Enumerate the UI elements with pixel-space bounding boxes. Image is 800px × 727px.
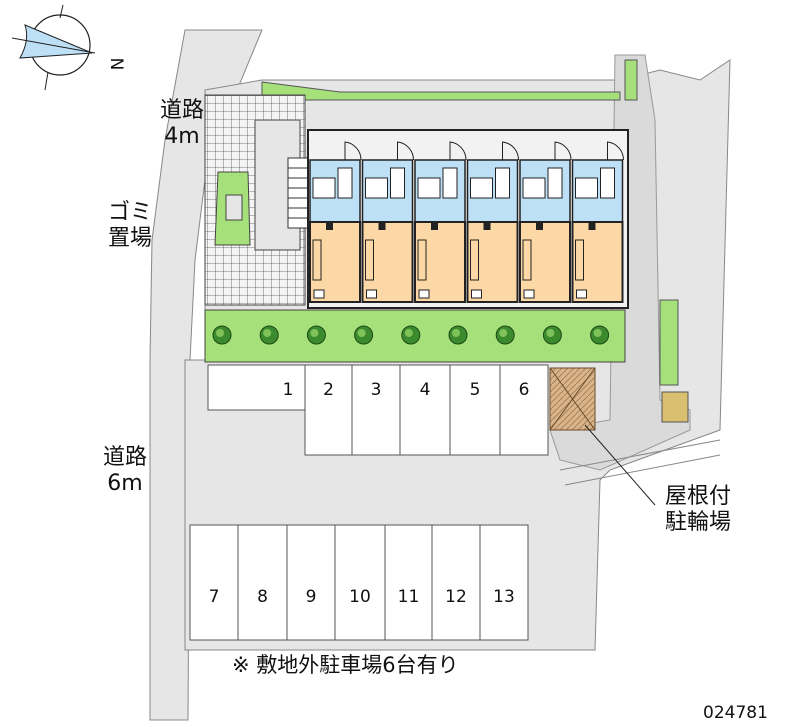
apartment-unit <box>571 141 625 303</box>
bike-parking-line1: 屋根付 <box>665 484 732 509</box>
parking-space-1: 1 <box>207 364 306 411</box>
stairs <box>287 157 309 229</box>
parking-space-6: 6 <box>499 364 549 456</box>
offsite-parking-note: ※ 敷地外駐車場6台有り <box>232 653 459 677</box>
garbage-label: ゴミ 置場 <box>108 200 152 252</box>
parking-space-number: 2 <box>323 380 334 400</box>
north-mark: N <box>106 58 126 71</box>
compass-icon <box>11 4 96 91</box>
garbage-label-line2: 置場 <box>108 226 153 251</box>
parking-space-number: 6 <box>519 380 530 400</box>
parking-space-3: 3 <box>351 364 401 456</box>
bike-parking-line2: 駐輪場 <box>665 510 732 535</box>
parking-space-2: 2 <box>304 364 353 456</box>
parking-space-5: 5 <box>449 364 501 456</box>
parking-space-12: 12 <box>431 524 481 641</box>
parking-space-number: 12 <box>445 587 467 607</box>
apartment-unit <box>466 141 520 303</box>
parking-space-11: 11 <box>384 524 433 641</box>
parking-space-number: 13 <box>493 587 515 607</box>
parking-space-number: 7 <box>209 587 220 607</box>
parking-space-number: 4 <box>420 380 431 400</box>
property-code: 024781 <box>703 703 768 723</box>
road-north-width: 4m <box>164 124 200 149</box>
parking-space-4: 4 <box>399 364 451 456</box>
apartment-unit <box>414 141 467 303</box>
parking-space-number: 5 <box>470 380 481 400</box>
parking-space-number: 1 <box>283 380 294 400</box>
apartment-unit <box>519 141 572 303</box>
parking-space-10: 10 <box>334 524 386 641</box>
parking-space-number: 9 <box>306 587 317 607</box>
parking-space-7: 7 <box>189 524 239 641</box>
road-north-name: 道路 <box>160 98 205 123</box>
road-west-name: 道路 <box>103 445 148 470</box>
bike-parking-label: 屋根付 駐輪場 <box>665 484 731 536</box>
parking-space-9: 9 <box>286 524 336 641</box>
parking-space-8: 8 <box>237 524 288 641</box>
garbage-label-line1: ゴミ <box>108 200 153 225</box>
bike-shelter <box>549 367 596 431</box>
apartment-unit <box>309 141 362 303</box>
road-west-label: 道路 6m <box>103 445 147 497</box>
road-north-label: 道路 4m <box>160 98 204 150</box>
apartment-unit <box>361 141 415 303</box>
parking-space-number: 3 <box>371 380 382 400</box>
parking-space-13: 13 <box>479 524 529 641</box>
parking-space-number: 10 <box>349 587 371 607</box>
road-west-width: 6m <box>107 471 143 496</box>
parking-space-number: 8 <box>257 587 268 607</box>
parking-space-number: 11 <box>398 587 420 607</box>
